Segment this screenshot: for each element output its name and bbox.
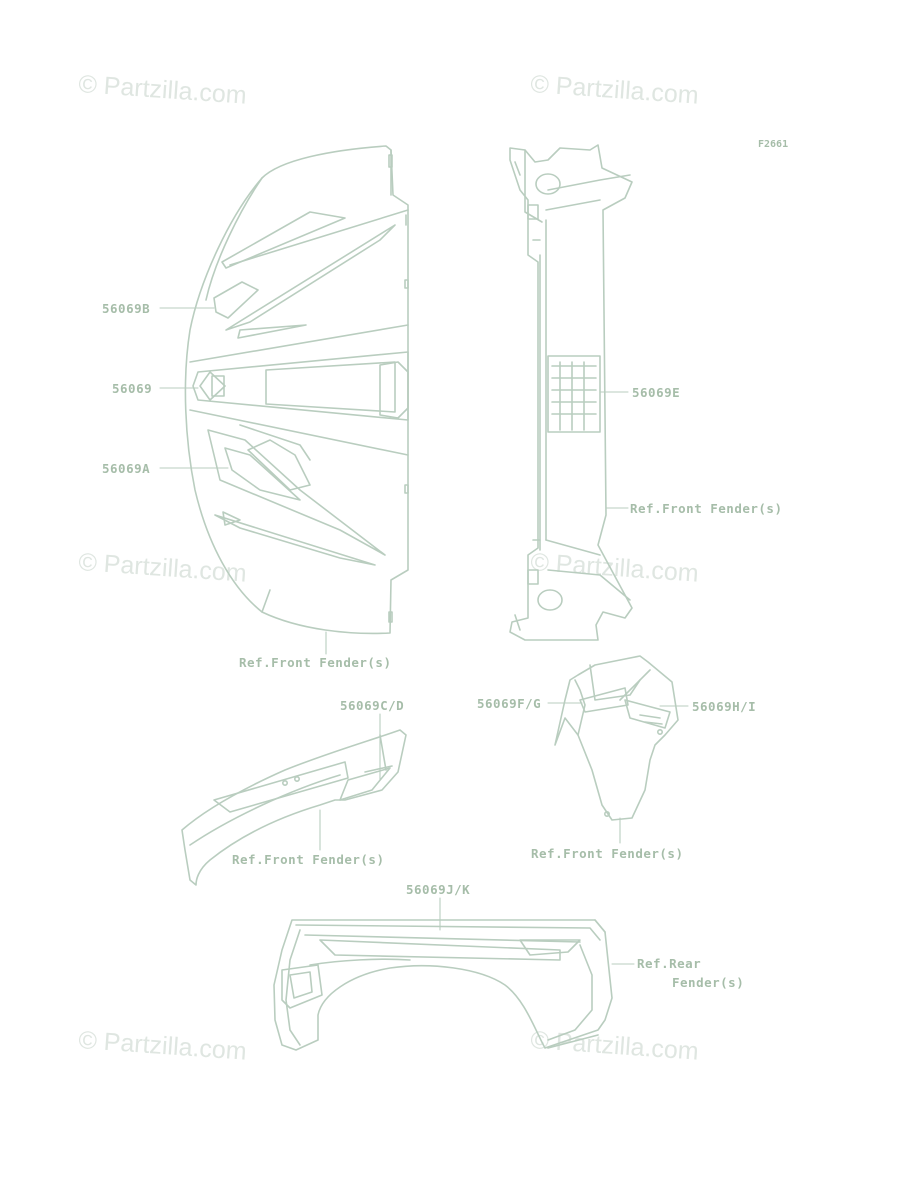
callout-56069: 56069: [112, 381, 152, 396]
watermark: © Partzilla.com: [78, 548, 248, 588]
leader-lines: [159, 307, 689, 965]
callout-56069cd: 56069C/D: [340, 698, 404, 713]
watermark: © Partzilla.com: [78, 70, 248, 110]
rear-fender-piece: [273, 919, 613, 1051]
callout-56069fg: 56069F/G: [477, 696, 541, 711]
watermark: © Partzilla.com: [78, 1026, 248, 1066]
callout-56069hi: 56069H/I: [692, 699, 756, 714]
callout-ref-front-fender-1: Ref.Front Fender(s): [239, 655, 392, 670]
callout-56069jk: 56069J/K: [406, 882, 470, 897]
callout-ref-front-fender-2: Ref.Front Fender(s): [630, 501, 783, 516]
callout-ref-front-fender-4: Ref.Front Fender(s): [531, 846, 684, 861]
front-fender-side-piece: [181, 729, 407, 886]
watermark: © Partzilla.com: [530, 70, 700, 110]
front-fender-top-view: [184, 145, 409, 635]
callout-ref-rear-fender-line2: Fender(s): [672, 975, 744, 990]
callout-ref-rear-fender-line1: Ref.Rear: [637, 956, 701, 971]
watermark: © Partzilla.com: [530, 548, 700, 588]
callout-56069b: 56069B: [102, 301, 150, 316]
callout-56069e: 56069E: [632, 385, 680, 400]
callout-labels: 56069B 56069 56069A 56069E Ref.Front Fen…: [102, 301, 783, 990]
front-panel-side-view: [509, 144, 633, 641]
figure-code: F2661: [758, 139, 788, 150]
callout-56069a: 56069A: [102, 461, 150, 476]
fender-mudguard-piece: [554, 655, 679, 821]
callout-ref-front-fender-3: Ref.Front Fender(s): [232, 852, 385, 867]
watermarks: © Partzilla.com © Partzilla.com © Partzi…: [78, 70, 700, 1066]
